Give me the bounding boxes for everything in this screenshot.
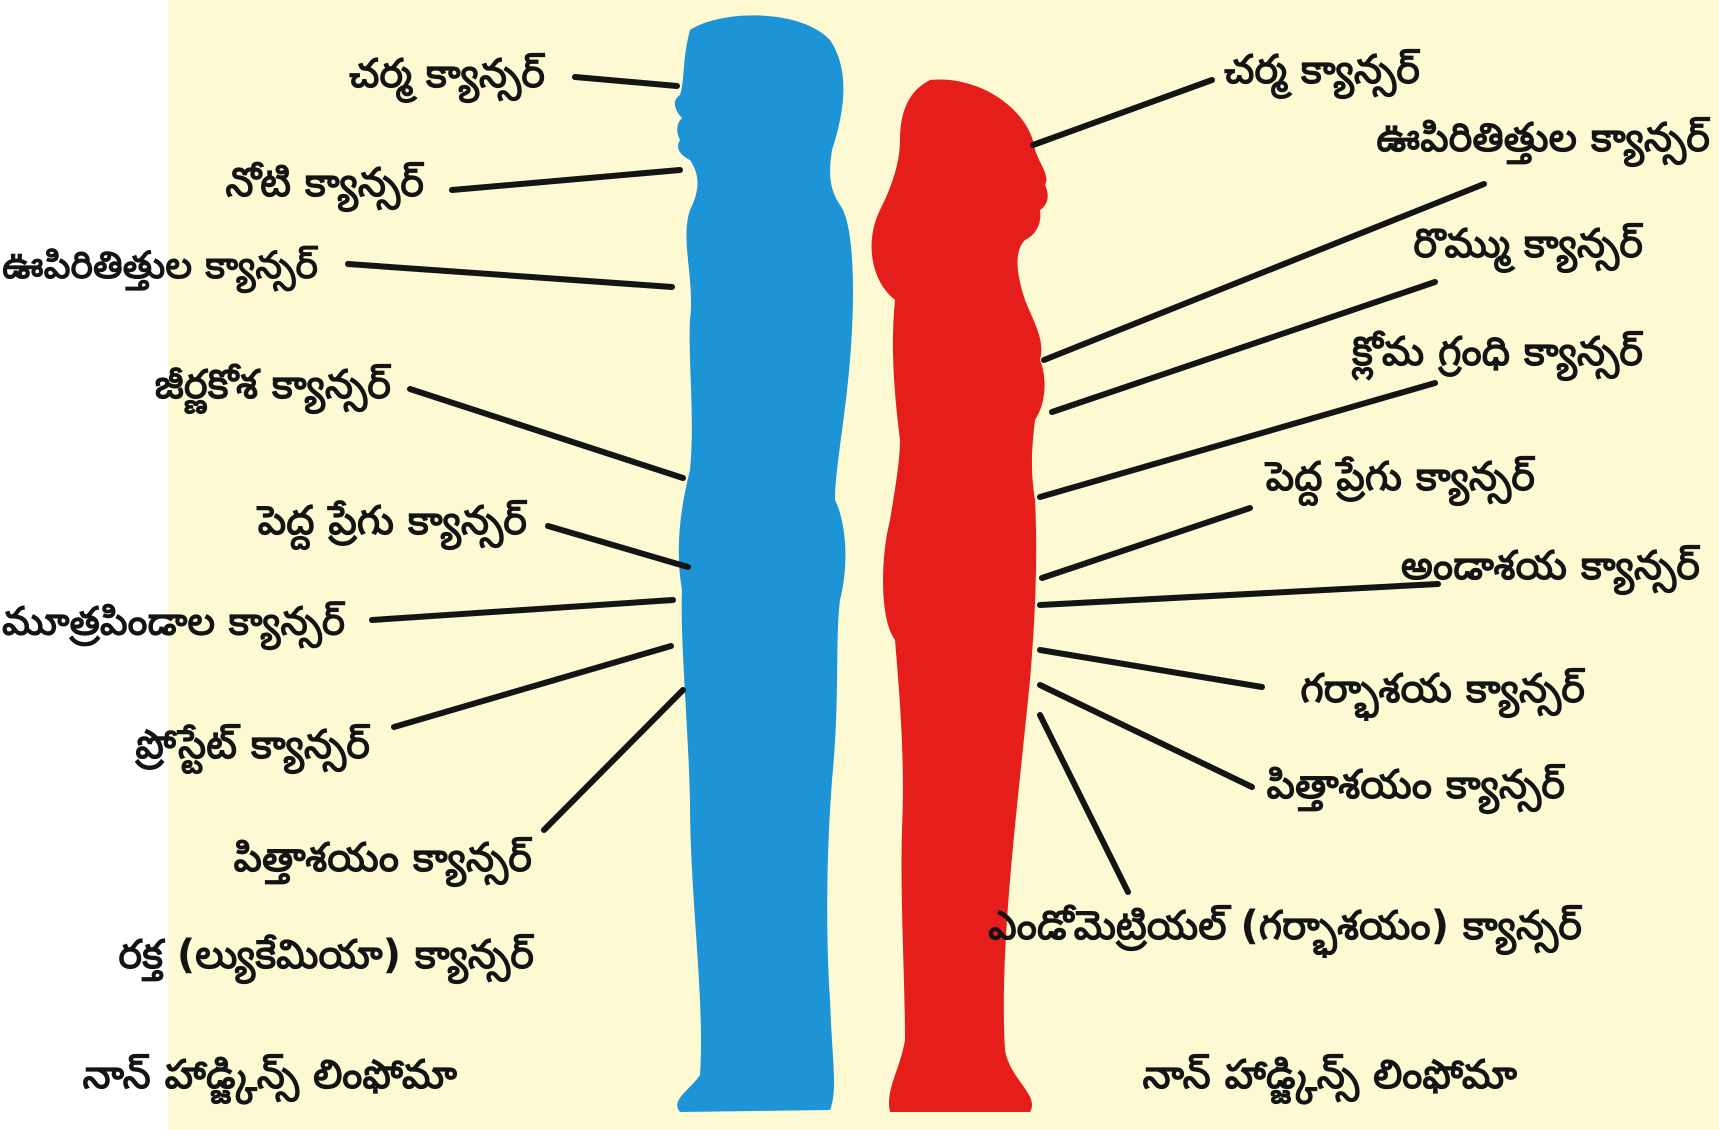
female-leader-line-6 <box>1040 650 1262 687</box>
male-leader-line-6 <box>394 646 671 727</box>
female-silhouette <box>872 80 1048 1112</box>
male-label-leukemia: రక్త (ల్యుకేమియా) క్యాన్సర్ <box>118 935 534 975</box>
male-label-stomach-cancer: జీర్ణకోశ క్యాన్సర్ <box>155 365 391 405</box>
female-leader-line-0 <box>1033 80 1212 145</box>
male-label-skin-cancer: చర్మ క్యాన్సర్ <box>349 54 545 94</box>
male-label-kidney-cancer: మూత్రపిండాల క్యాన్సర్ <box>2 602 345 641</box>
male-label-non-hodgkins-lymphoma: నాన్ హాడ్జ్కిన్స్ లింఫోమా <box>83 1055 458 1095</box>
female-leader-line-5 <box>1040 584 1438 605</box>
female-leader-line-8 <box>1040 715 1128 892</box>
female-leader-line-7 <box>1040 685 1252 787</box>
male-label-prostate-cancer: ప్రోస్టేట్ క్యాన్సర్ <box>135 725 370 765</box>
female-label-uterine-cancer: గర్భాశయ క్యాన్సర్ <box>1300 669 1585 709</box>
female-label-non-hodgkins-lymphoma: నాన్ హాడ్జ్కిన్స్ లింఫోమా <box>1143 1055 1518 1095</box>
male-silhouette <box>675 15 853 1112</box>
male-label-lung-cancer: ఊపిరితిత్తుల క్యాన్సర్ <box>2 247 318 285</box>
male-leader-line-7 <box>544 690 683 830</box>
female-leader-line-4 <box>1042 508 1250 578</box>
female-label-ovarian-cancer: అండాశయ క్యాన్సర్ <box>1401 546 1700 586</box>
female-label-colon-cancer: పెద్ద ప్రేగు క్యాన్సర్ <box>1266 457 1535 497</box>
male-label-oral-cancer: నోటి క్యాన్సర్ <box>225 163 424 203</box>
female-label-lung-cancer: ఊపిరితిత్తుల క్యాన్సర్ <box>1376 118 1710 158</box>
female-label-skin-cancer: చర్మ క్యాన్సర్ <box>1224 50 1420 90</box>
male-leader-line-3 <box>410 389 683 478</box>
female-label-breast-cancer: రొమ్ము క్యాన్సర్ <box>1413 224 1643 264</box>
male-leader-line-0 <box>575 77 677 86</box>
male-leader-line-5 <box>372 600 673 620</box>
female-label-endometrial-cancer: ఎండోమెట్రియల్ (గర్భాశయం) క్యాన్సర్ <box>988 906 1582 946</box>
male-leader-line-2 <box>348 264 672 287</box>
male-label-colon-cancer: పెద్ద ప్రేగు క్యాన్సర్ <box>258 501 527 541</box>
female-label-pancreatic-cancer: క్లోమ గ్రంధి క్యాన్సర్ <box>1352 332 1643 372</box>
male-label-bladder-cancer: పిత్తాశయం క్యాన్సర్ <box>234 838 533 878</box>
male-leader-line-1 <box>452 170 680 190</box>
male-leader-line-4 <box>548 526 688 567</box>
female-label-bladder-cancer: పిత్తాశయం క్యాన్సర్ <box>1267 765 1566 805</box>
